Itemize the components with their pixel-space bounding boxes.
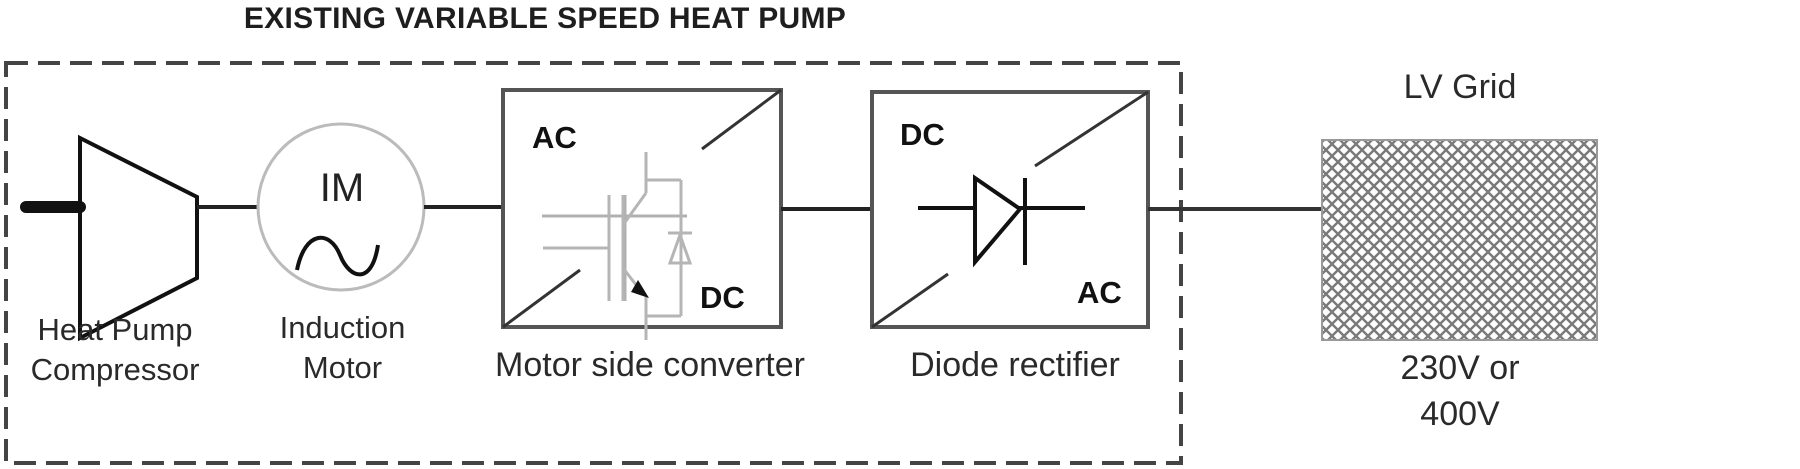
converter-diagonal <box>502 268 581 329</box>
lv-grid-voltage-line1: 230V or <box>1400 349 1520 387</box>
sine-wave-icon <box>295 235 380 277</box>
motor-label-line1: Induction <box>279 310 406 345</box>
rectifier-label: Diode rectifier <box>910 346 1120 384</box>
msc-output-label: DC <box>700 280 745 315</box>
msc-label: Motor side converter <box>495 346 805 384</box>
rectifier-bottom-label: AC <box>1077 275 1122 310</box>
lv-grid-title: LV Grid <box>1403 68 1517 106</box>
compressor-label: Heat Pump Compressor <box>10 310 220 390</box>
lv-grid-voltage-line2: 400V <box>1420 395 1500 433</box>
diagram-title: EXISTING VARIABLE SPEED HEAT PUMP <box>243 2 847 35</box>
converter-diagonal <box>701 88 782 151</box>
rectifier-diagonal <box>1034 90 1149 168</box>
motor-label: Induction Motor <box>255 308 430 388</box>
compressor-label-line1: Heat Pump <box>37 312 193 347</box>
compressor-icon <box>78 134 199 342</box>
motor-symbol-text: IM <box>319 166 365 210</box>
rectifier-diagonal <box>871 272 949 329</box>
diode-icon <box>918 174 1085 268</box>
igbt-icon <box>542 195 687 301</box>
heat-pump-enclosure <box>4 61 1183 465</box>
msc-input-label: AC <box>532 120 577 155</box>
lv-grid-icon <box>1321 139 1598 341</box>
motor-label-line2: Motor <box>302 350 383 385</box>
lv-grid-voltage: 230V or 400V <box>1320 345 1600 437</box>
rectifier-top-label: DC <box>900 117 945 152</box>
compressor-label-line2: Compressor <box>30 352 200 387</box>
igbt-icon <box>543 152 693 340</box>
igbt-arrow-icon <box>631 280 649 298</box>
